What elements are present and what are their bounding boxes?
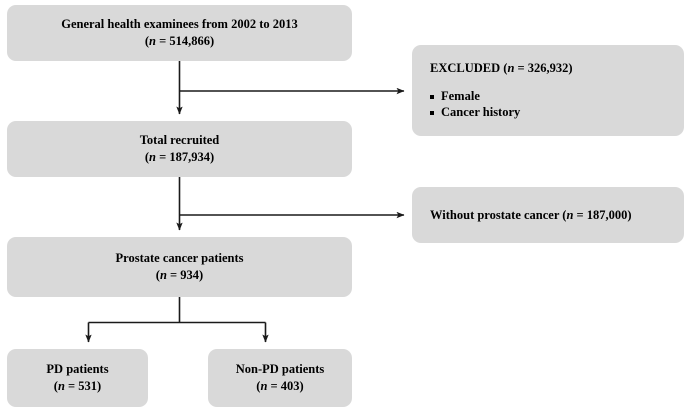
node-source-count: = 514,866) <box>155 34 215 48</box>
node-nonpd-count: = 403) <box>267 379 304 393</box>
edge-prostate-split <box>85 297 269 343</box>
node-nonpd-paren-open: ( <box>256 379 261 393</box>
node-recruited-n-symbol: n <box>149 150 156 164</box>
node-pd-n-symbol: n <box>57 379 65 393</box>
node-excluded-heading-text: EXCLUDED ( <box>430 60 508 75</box>
node-non-pd-patients: Non-PD patients (n = 403) <box>208 349 352 407</box>
node-without-text: Without prostate cancer (n = 187,000) <box>430 207 632 224</box>
node-recruited-line2: (n = 187,934) <box>145 149 214 166</box>
node-source-n-symbol: n <box>149 34 156 48</box>
node-prostate-line2: (n = 934) <box>156 267 203 284</box>
node-pd-line2: (n = 531) <box>54 378 101 395</box>
node-prostate-count: = 934) <box>166 268 204 282</box>
node-recruited-count: = 187,934) <box>155 150 215 164</box>
node-prostate-paren-open: ( <box>155 268 160 282</box>
node-without-prostate-cancer: Without prostate cancer (n = 187,000) <box>412 187 684 243</box>
node-excluded-n-symbol: n <box>507 60 515 75</box>
node-excluded: EXCLUDED (n = 326,932) Female Cancer his… <box>412 45 684 136</box>
node-recruited-line1: Total recruited <box>139 133 220 148</box>
node-nonpd-line2: (n = 403) <box>256 378 303 395</box>
node-source-line1: General health examinees from 2002 to 20… <box>61 17 298 32</box>
node-source-line2: (n = 514,866) <box>145 33 214 50</box>
node-source-paren-open: ( <box>144 34 150 48</box>
node-general-health-examinees: General health examinees from 2002 to 20… <box>7 5 352 61</box>
node-prostate-cancer-patients: Prostate cancer patients (n = 934) <box>7 237 352 297</box>
node-nonpd-n-symbol: n <box>260 379 268 393</box>
node-pd-line1: PD patients <box>46 362 109 377</box>
node-total-recruited: Total recruited (n = 187,934) <box>7 121 352 177</box>
node-pd-count: = 531) <box>64 379 102 393</box>
excluded-reason-item: Female <box>430 88 520 105</box>
node-nonpd-line1: Non-PD patients <box>235 362 325 377</box>
node-without-label: Without prostate cancer ( <box>430 207 567 222</box>
node-excluded-count: = 326,932) <box>514 60 573 75</box>
node-without-n-symbol: n <box>566 207 574 222</box>
node-prostate-n-symbol: n <box>159 268 167 282</box>
excluded-reason-item: Cancer history <box>430 104 520 121</box>
node-pd-paren-open: ( <box>53 379 58 393</box>
node-recruited-paren-open: ( <box>144 150 150 164</box>
node-excluded-heading: EXCLUDED (n = 326,932) <box>430 60 573 77</box>
node-without-count: = 187,000) <box>573 207 632 222</box>
node-prostate-line1: Prostate cancer patients <box>115 251 244 266</box>
node-pd-patients: PD patients (n = 531) <box>7 349 148 407</box>
excluded-reasons-list: Female Cancer history <box>430 88 520 122</box>
